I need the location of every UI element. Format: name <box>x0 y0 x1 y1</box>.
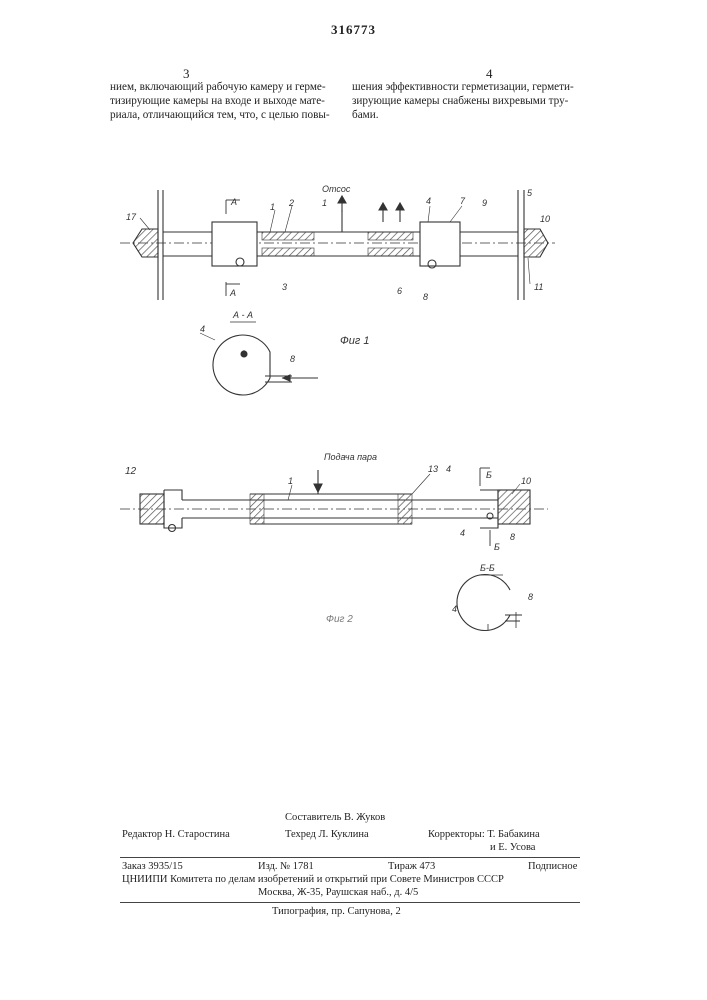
editor: Редактор Н. Старостина <box>122 829 230 842</box>
institute: ЦНИИПИ Комитета по делам изобретений и о… <box>122 874 504 887</box>
compiler: Составитель В. Жуков <box>285 812 385 825</box>
corrector-2: и Е. Усова <box>490 842 535 855</box>
order: Заказ 3935/15 <box>122 861 183 874</box>
divider <box>120 902 580 903</box>
typography: Типография, пр. Сапунова, 2 <box>272 906 401 919</box>
address: Москва, Ж-35, Раушская наб., д. 4/5 <box>258 887 418 900</box>
subscription: Подписное <box>528 861 577 874</box>
print-run: Тираж 473 <box>388 861 435 874</box>
edition: Изд. № 1781 <box>258 861 314 874</box>
techred: Техред Л. Куклина <box>285 829 369 842</box>
correctors: Корректоры: Т. Бабакина <box>428 829 540 842</box>
divider <box>120 857 580 858</box>
